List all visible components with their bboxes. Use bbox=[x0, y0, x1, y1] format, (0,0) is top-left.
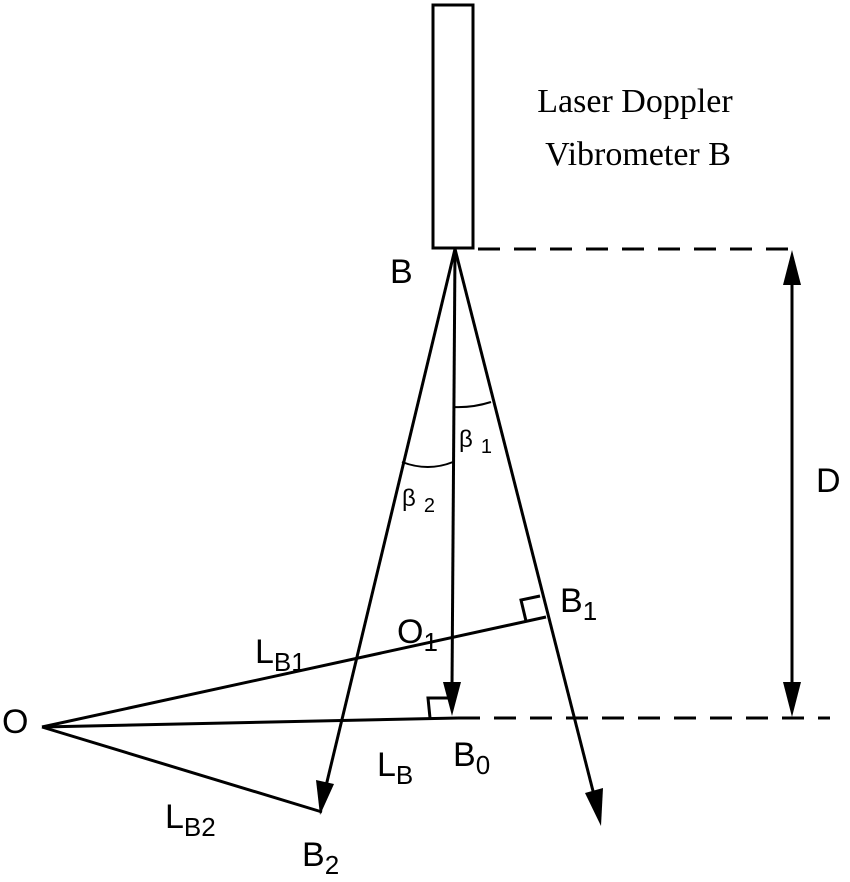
distance-d-label: D bbox=[816, 462, 841, 500]
angle-beta1-arc bbox=[452, 401, 492, 409]
right-angle-marker-b0 bbox=[426, 696, 452, 719]
vibrometer-body bbox=[431, 3, 475, 250]
beam-to-b2-arrowhead bbox=[316, 780, 334, 815]
point-o1-label: O1 bbox=[397, 613, 438, 657]
angle-beta2-arc bbox=[401, 461, 454, 468]
line-o-to-b2 bbox=[41, 725, 323, 814]
distance-d-arrowhead-top bbox=[783, 250, 801, 285]
beam-to-b1-arrowhead bbox=[585, 788, 603, 826]
point-o-label: O bbox=[2, 703, 28, 741]
device-label-line1: Laser Doppler bbox=[537, 83, 733, 120]
point-b-label: B bbox=[390, 253, 413, 291]
line-o-to-b1 bbox=[41, 615, 547, 729]
length-lb-label: LB bbox=[377, 746, 413, 790]
point-b2-label: B2 bbox=[302, 836, 339, 880]
right-angle-marker-b1 bbox=[519, 594, 541, 622]
beam-to-b0 bbox=[450, 248, 457, 689]
length-lb1-label: LB1 bbox=[255, 633, 306, 677]
device-label-line2: Vibrometer B bbox=[545, 136, 731, 173]
length-lb2-label: LB2 bbox=[165, 798, 216, 842]
point-b1-label: B1 bbox=[560, 582, 597, 626]
line-o-to-b0 bbox=[41, 716, 459, 729]
beam-to-b1 bbox=[453, 248, 596, 796]
distance-d-arrowhead-bottom bbox=[783, 682, 801, 717]
beam-to-b2 bbox=[324, 248, 457, 787]
point-b0-label: B0 bbox=[453, 736, 490, 780]
